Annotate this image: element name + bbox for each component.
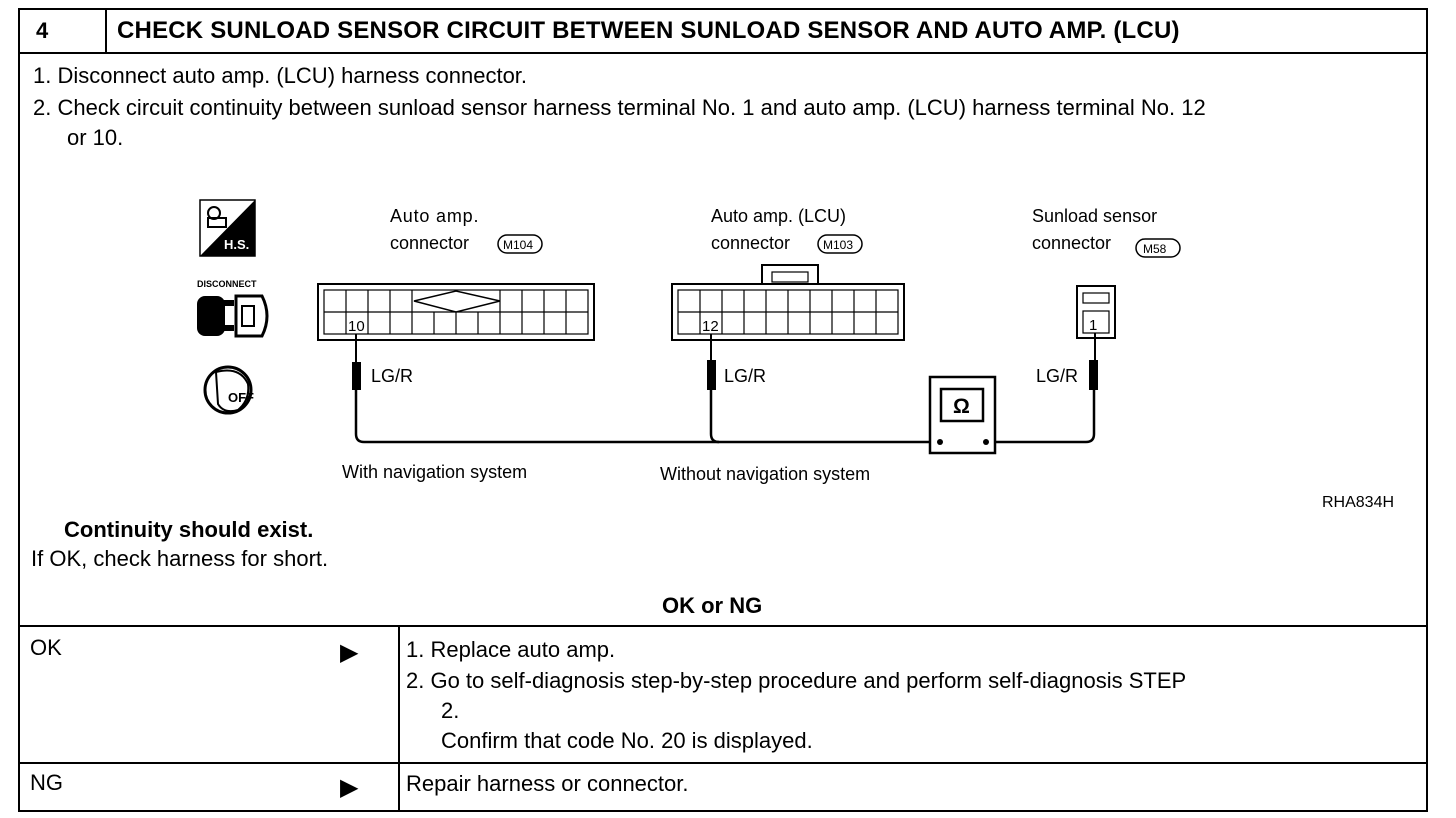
connector-m58: Sunload sensor connector M58 1 LG/R: [1032, 206, 1181, 390]
ng-action-1: Repair harness or connector.: [406, 771, 689, 796]
m103-code: M103: [823, 238, 853, 252]
ok-action-2-continued: 2.: [441, 698, 460, 723]
connector-m103: Auto amp. (LCU) connector M103 12 LG/R W…: [660, 206, 905, 484]
m104-subtitle: connector: [390, 233, 469, 253]
header-divider: [18, 52, 1428, 54]
connector-m104: Auto amp. connector M104 10 LG/R With na…: [317, 206, 595, 482]
decision-column-divider: [398, 625, 400, 812]
disconnect-icon: DISCONNECT: [197, 279, 269, 338]
ok-action-3: Confirm that code No. 20 is displayed.: [441, 728, 813, 753]
ohmmeter-icon: Ω: [928, 375, 997, 455]
m58-code: M58: [1143, 242, 1167, 256]
ok-label: OK: [30, 635, 62, 660]
instruction-1: 1. Disconnect auto amp. (LCU) harness co…: [33, 63, 528, 88]
m58-subtitle: connector: [1032, 233, 1111, 253]
ng-label: NG: [30, 770, 63, 795]
procedure-frame: [18, 8, 1428, 812]
step-title: CHECK SUNLOAD SENSOR CIRCUIT BETWEEN SUN…: [117, 17, 1180, 44]
result-note: If OK, check harness for short.: [31, 546, 329, 571]
step-divider: [105, 8, 107, 53]
m58-terminal: 1: [1089, 317, 1097, 334]
figure-id: RHA834H: [1322, 494, 1394, 511]
m103-caption: Without navigation system: [660, 464, 870, 484]
hs-icon: H.S.: [199, 199, 256, 257]
m103-title: Auto amp. (LCU): [711, 206, 846, 226]
m58-title: Sunload sensor: [1032, 206, 1157, 226]
row-divider: [18, 762, 1428, 764]
m104-title: Auto amp.: [390, 206, 479, 226]
decision-divider: [18, 625, 1428, 627]
m103-terminal: 12: [702, 318, 719, 335]
m104-terminal: 10: [348, 318, 365, 335]
instruction-2: 2. Check circuit continuity between sunl…: [33, 95, 1206, 120]
ohm-symbol: Ω: [953, 395, 970, 418]
step-number: 4: [36, 18, 49, 43]
decision-heading: OK or NG: [662, 593, 763, 618]
m104-wire-color: LG/R: [371, 366, 413, 386]
ok-arrow-icon: ▶: [340, 639, 359, 666]
ng-arrow-icon: ▶: [340, 774, 359, 801]
m103-wire-color: LG/R: [724, 366, 766, 386]
m103-subtitle: connector: [711, 233, 790, 253]
ignition-key-icon: OFF: [203, 365, 254, 415]
probe-wires: [354, 390, 1096, 444]
ok-action-2: 2. Go to self-diagnosis step-by-step pro…: [406, 668, 1187, 693]
m104-code: M104: [503, 238, 533, 252]
disconnect-label: DISCONNECT: [197, 279, 257, 289]
ok-action-1: 1. Replace auto amp.: [406, 637, 616, 662]
m104-caption: With navigation system: [342, 462, 527, 482]
expected-result: Continuity should exist.: [64, 517, 314, 542]
m58-wire-color: LG/R: [1036, 366, 1078, 386]
instruction-2-continued: or 10.: [67, 125, 124, 150]
hs-label: H.S.: [224, 237, 249, 252]
key-off-label: OFF: [228, 390, 254, 405]
